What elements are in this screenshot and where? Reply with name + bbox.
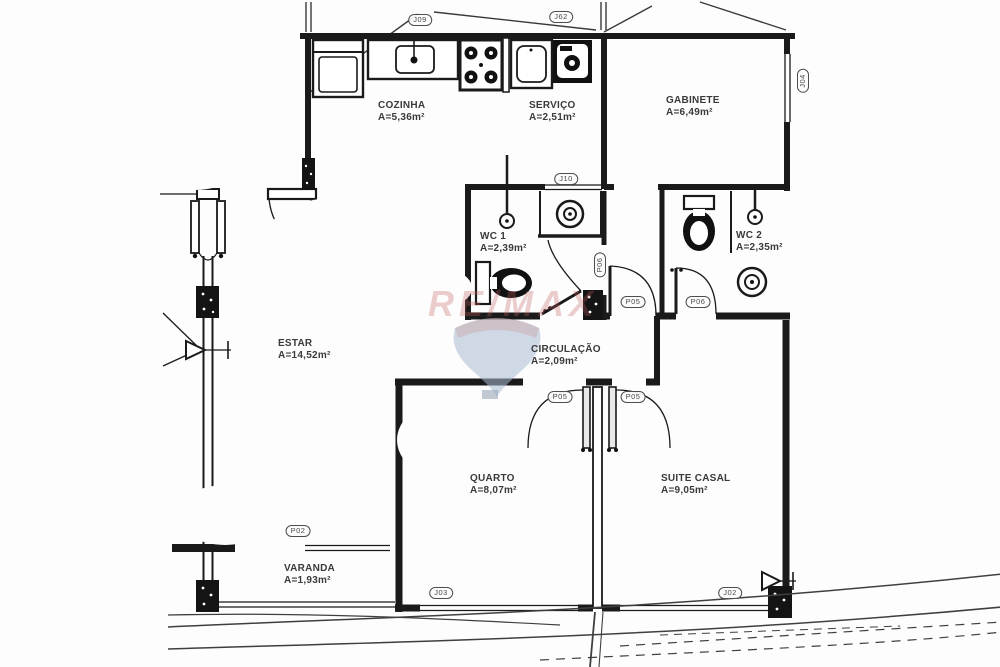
room-area: A=1,93m²	[284, 574, 331, 586]
washbasin-nook-wc1	[538, 191, 603, 238]
fridge-icon	[311, 38, 365, 99]
door-wc1	[541, 239, 582, 316]
window-j10	[545, 184, 602, 191]
room-area: A=5,36m²	[378, 111, 425, 123]
window-j04	[784, 54, 791, 122]
counter-sink-icon	[366, 38, 460, 81]
remax-balloon-icon	[453, 318, 541, 399]
suite-door	[607, 386, 671, 452]
door-tag-p05-suite: P05	[620, 391, 646, 403]
brand-watermark: RE/MAX	[428, 283, 598, 399]
room-name: QUARTO	[470, 473, 515, 484]
room-label-suite: SUITE CASAL A=9,05m²	[661, 473, 730, 496]
room-label-quarto: QUARTO A=8,07m²	[470, 473, 517, 496]
room-name: SERVIÇO	[529, 100, 576, 111]
entrance-double-door	[190, 200, 226, 261]
room-name: VARANDA	[284, 563, 336, 574]
section-arrow-right	[761, 570, 796, 592]
laundry-tub-icon	[509, 38, 554, 90]
columns	[196, 158, 792, 618]
window-tag-j62: J62	[549, 11, 573, 23]
column	[196, 286, 219, 318]
room-label-wc2: WC 2 A=2,35m²	[736, 230, 783, 253]
wc1-fixtures	[474, 155, 603, 316]
varanda-parapet	[214, 601, 395, 608]
section-arrow-left	[162, 312, 231, 367]
site-boundary-lines	[167, 573, 1000, 667]
wc2-fixtures	[670, 187, 781, 315]
room-area: A=9,05m²	[661, 484, 708, 496]
window-varanda	[305, 544, 390, 552]
column	[302, 158, 315, 190]
column	[768, 586, 792, 618]
kitchen-fixtures	[311, 37, 592, 99]
room-name: CIRCULAÇÃO	[531, 344, 601, 355]
room-area: A=6,49m²	[666, 106, 713, 118]
door-tag-p06-wc1: P06	[594, 252, 606, 278]
window-j02	[620, 604, 768, 612]
window-tag-j03: J03	[429, 587, 453, 599]
room-label-estar: ESTAR A=14,52m²	[278, 338, 331, 361]
room-area: A=2,39m²	[480, 242, 527, 254]
window-tag-j04: J04	[797, 69, 809, 93]
column	[196, 580, 219, 612]
room-name: SUITE CASAL	[661, 473, 731, 484]
room-name: COZINHA	[378, 100, 426, 111]
room-area: A=14,52m²	[278, 349, 331, 361]
toilet-icon-wc1	[474, 260, 532, 306]
window-tag-j09: J09	[408, 14, 432, 26]
washbasin-icon-wc2	[736, 266, 768, 298]
watermark-clouds	[130, 12, 493, 545]
room-area: A=8,07m²	[470, 484, 517, 496]
door-tag-p06-wc2: P06	[685, 296, 711, 308]
service-divider-wall	[502, 37, 510, 93]
room-area: A=2,51m²	[529, 111, 576, 123]
door-wc2	[670, 267, 717, 315]
stove-icon	[458, 38, 504, 92]
room-area: A=2,35m²	[736, 241, 783, 253]
room-label-varanda: VARANDA A=1,93m²	[284, 563, 335, 586]
brand-watermark-text: RE/MAX	[428, 283, 598, 324]
door-tag-p05-quarto: P05	[547, 391, 573, 403]
room-name: WC 2	[736, 230, 762, 241]
room-label-gabinete: GABINETE A=6,49m²	[666, 95, 720, 118]
room-label-circulacao: CIRCULAÇÃO A=2,09m²	[531, 344, 601, 367]
bedroom-divider-wall	[592, 386, 603, 609]
column	[583, 290, 603, 320]
window-tag-j02: J02	[718, 587, 742, 599]
window-tag-j10: J10	[554, 173, 578, 185]
toilet-icon-wc2	[682, 194, 716, 251]
room-label-servico: SERVIÇO A=2,51m²	[529, 100, 576, 123]
shower-icon-wc1	[499, 155, 515, 229]
quarto-door	[527, 386, 592, 452]
washing-machine-icon	[553, 40, 592, 83]
door-tag-p05-hall: P05	[620, 296, 646, 308]
shower-icon-wc2	[747, 187, 763, 225]
room-name: GABINETE	[666, 95, 720, 106]
room-name: WC 1	[480, 231, 506, 242]
room-label-wc1: WC 1 A=2,39m²	[480, 231, 527, 254]
hall-door-p05	[608, 265, 657, 317]
door-tag-p02: P02	[285, 525, 311, 537]
room-area: A=2,09m²	[531, 355, 578, 367]
room-label-cozinha: COZINHA A=5,36m²	[378, 100, 425, 123]
room-name: ESTAR	[278, 338, 313, 349]
